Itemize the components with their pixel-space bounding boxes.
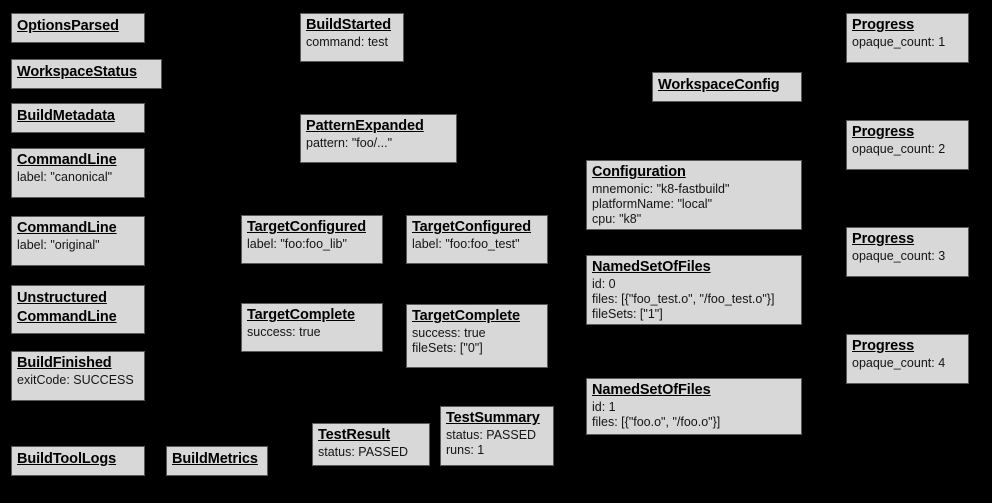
node-fields: exitCode: SUCCESS: [17, 373, 139, 388]
node-fields: opaque_count: 1: [852, 35, 963, 50]
node-title: NamedSetOfFiles: [592, 259, 711, 275]
node-title: Progress: [852, 231, 915, 247]
node-title: Unstructured CommandLine: [17, 290, 117, 325]
node-progress-3[interactable]: Progress opaque_count: 3: [846, 227, 969, 277]
node-field: opaque_count: 2: [852, 142, 946, 156]
node-target-complete-lib[interactable]: TargetComplete success: true: [241, 303, 383, 352]
node-field: opaque_count: 3: [852, 249, 946, 263]
node-fields: success: true: [247, 325, 377, 340]
node-field: label: "original": [17, 238, 100, 252]
node-title: TargetConfigured: [247, 219, 366, 235]
node-field: status: PASSED: [446, 428, 537, 442]
node-field: status: PASSED: [318, 445, 409, 459]
node-fields: label: "foo:foo_lib": [247, 237, 377, 252]
node-progress-1[interactable]: Progress opaque_count: 1: [846, 13, 969, 63]
node-field: id: 0: [592, 277, 616, 291]
node-fields: label: "foo:foo_test": [412, 237, 542, 252]
node-field: success: true: [247, 325, 321, 339]
node-build-metadata[interactable]: BuildMetadata: [11, 103, 145, 133]
node-title: OptionsParsed: [17, 18, 119, 34]
node-title: CommandLine: [17, 220, 117, 236]
node-title: BuildMetadata: [17, 108, 115, 124]
node-title: Progress: [852, 338, 915, 354]
node-title: Progress: [852, 17, 915, 33]
node-field: id: 1: [592, 400, 616, 414]
node-field: cpu: "k8": [592, 212, 642, 226]
node-title: Configuration: [592, 164, 686, 180]
node-configuration[interactable]: Configuration mnemonic: "k8-fastbuild"pla…: [586, 160, 802, 230]
node-title: TargetComplete: [412, 308, 520, 324]
node-title: TargetConfigured: [412, 219, 531, 235]
node-field: runs: 1: [446, 443, 485, 457]
node-build-started[interactable]: BuildStarted command: test: [300, 13, 404, 62]
node-fields: mnemonic: "k8-fastbuild"platformName: "l…: [592, 182, 796, 227]
node-title: TestResult: [318, 427, 391, 443]
node-field: success: true: [412, 326, 486, 340]
node-title: WorkspaceStatus: [17, 64, 137, 80]
node-title: CommandLine: [17, 152, 117, 168]
node-workspace-status[interactable]: WorkspaceStatus: [11, 59, 162, 89]
node-field: platformName: "local": [592, 197, 713, 211]
node-title: BuildToolLogs: [17, 451, 117, 467]
node-field: fileSets: ["0"]: [412, 341, 483, 355]
node-title: BuildFinished: [17, 355, 112, 371]
node-fields: opaque_count: 4: [852, 356, 963, 371]
node-field: fileSets: ["1"]: [592, 307, 663, 321]
node-title: PatternExpanded: [306, 118, 424, 134]
node-build-finished[interactable]: BuildFinished exitCode: SUCCESS: [11, 351, 145, 401]
node-field: pattern: "foo/...": [306, 136, 393, 150]
node-target-configured-test[interactable]: TargetConfigured label: "foo:foo_test": [406, 215, 548, 264]
node-fields: command: test: [306, 35, 398, 50]
node-fields: label: "original": [17, 238, 139, 253]
node-progress-4[interactable]: Progress opaque_count: 4: [846, 334, 969, 384]
node-command-line-original[interactable]: CommandLine label: "original": [11, 216, 145, 266]
node-fields: opaque_count: 2: [852, 142, 963, 157]
node-title: BuildStarted: [306, 17, 392, 33]
node-build-tool-logs[interactable]: BuildToolLogs: [11, 446, 145, 476]
node-command-line-canonical[interactable]: CommandLine label: "canonical": [11, 148, 145, 198]
node-field: label: "canonical": [17, 170, 113, 184]
node-field: files: [{"foo_test.o", "/foo_test.o"}]: [592, 292, 775, 306]
node-fields: pattern: "foo/...": [306, 136, 451, 151]
node-workspace-config[interactable]: WorkspaceConfig: [652, 72, 802, 102]
node-field: label: "foo:foo_lib": [247, 237, 347, 251]
node-title: BuildMetrics: [172, 451, 258, 467]
node-field: opaque_count: 1: [852, 35, 946, 49]
node-title: NamedSetOfFiles: [592, 382, 711, 398]
node-field: opaque_count: 4: [852, 356, 946, 370]
node-field: exitCode: SUCCESS: [17, 373, 134, 387]
node-options-parsed[interactable]: OptionsParsed: [11, 13, 145, 43]
node-field: label: "foo:foo_test": [412, 237, 520, 251]
node-test-result[interactable]: TestResult status: PASSED: [312, 423, 430, 466]
node-field: files: [{"foo.o", "/foo.o"}]: [592, 415, 721, 429]
node-target-configured-lib[interactable]: TargetConfigured label: "foo:foo_lib": [241, 215, 383, 264]
node-field: command: test: [306, 35, 388, 49]
node-fields: opaque_count: 3: [852, 249, 963, 264]
node-fields: status: PASSED: [318, 445, 424, 460]
node-field: mnemonic: "k8-fastbuild": [592, 182, 730, 196]
node-title: TestSummary: [446, 410, 540, 426]
node-fields: label: "canonical": [17, 170, 139, 185]
node-build-metrics[interactable]: BuildMetrics: [166, 446, 268, 476]
node-progress-2[interactable]: Progress opaque_count: 2: [846, 120, 969, 170]
node-pattern-expanded[interactable]: PatternExpanded pattern: "foo/...": [300, 114, 457, 163]
node-title: WorkspaceConfig: [658, 77, 780, 93]
node-title: Progress: [852, 124, 915, 140]
node-unstructured-command-line[interactable]: Unstructured CommandLine: [11, 285, 145, 334]
node-title: TargetComplete: [247, 307, 355, 323]
